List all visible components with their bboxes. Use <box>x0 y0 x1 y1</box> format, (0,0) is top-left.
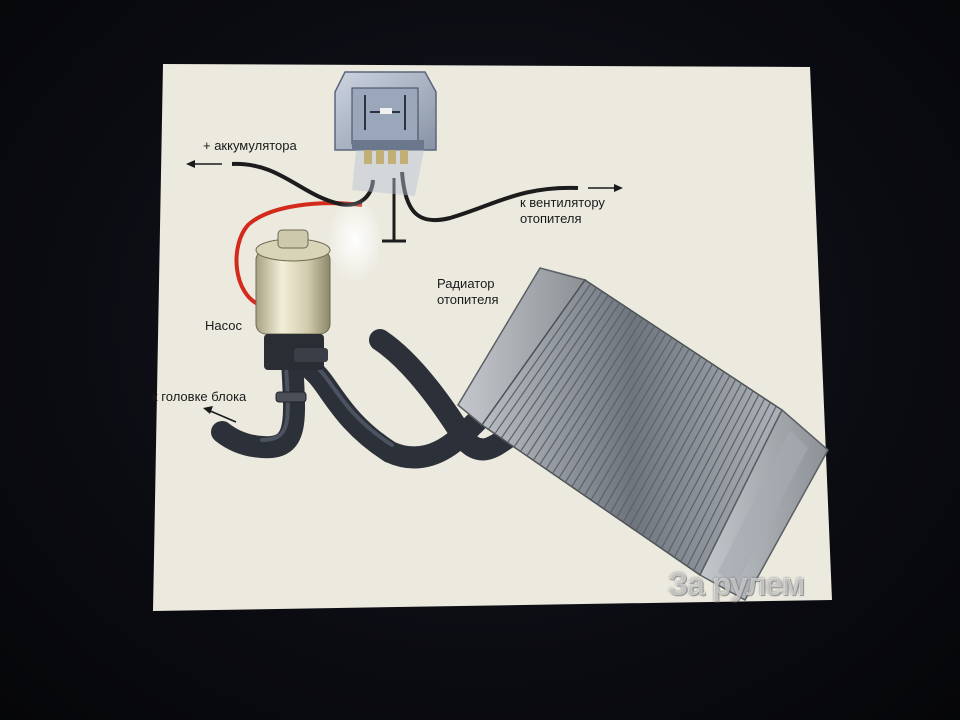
hose-clamp <box>275 391 307 403</box>
radiator-fin <box>641 375 731 536</box>
radiator <box>457 267 829 602</box>
radiator-fin <box>686 402 771 567</box>
radiator-fin <box>584 340 679 496</box>
fan-wire <box>400 171 579 223</box>
red-wire <box>234 201 363 308</box>
radiator-fin <box>513 298 615 448</box>
radiator-fin <box>539 314 638 466</box>
radiator-fin <box>526 306 627 457</box>
ground-symbol <box>382 178 406 243</box>
radiator-fin <box>564 329 661 483</box>
battery-label: + аккумулятора <box>203 138 297 153</box>
radiator-fin <box>680 398 766 563</box>
pump-label: Насос <box>205 318 242 333</box>
fan-label: к вентилятору отопителя <box>520 195 605 227</box>
radiator-fin <box>693 405 777 571</box>
radiator-fin <box>616 359 708 518</box>
radiator-fin <box>507 294 609 443</box>
radiator-label: Радиатор отопителя <box>437 276 499 308</box>
radiator-fin <box>673 394 760 558</box>
radiator-fin <box>532 310 632 461</box>
radiator-label-line2: отопителя <box>437 292 499 307</box>
radiator-fin <box>654 382 742 545</box>
radiator-fin <box>519 302 621 452</box>
radiator-fin <box>635 371 725 532</box>
fan-arrow <box>588 184 623 192</box>
battery-arrow <box>186 160 222 168</box>
radiator-fin <box>667 390 754 554</box>
fan-label-line2: отопителя <box>520 211 582 226</box>
head-arrow <box>203 406 237 423</box>
engine-head-label: к головке блока <box>152 389 247 404</box>
radiator-label-line1: Радиатор <box>437 276 495 291</box>
radiator-fin <box>622 363 713 523</box>
radiator-fin <box>545 317 644 470</box>
radiator-fin <box>500 291 603 439</box>
light-glare <box>327 196 383 284</box>
radiator-fin <box>596 348 690 505</box>
radiator-fin <box>571 333 667 488</box>
relay <box>334 71 437 196</box>
publisher-watermark: За рулем <box>668 566 805 602</box>
radiator-fin <box>558 325 656 479</box>
radiator-fin <box>552 321 650 474</box>
radiator-fin <box>603 352 696 510</box>
fan-label-line1: к вентилятору <box>520 195 605 210</box>
radiator-fin <box>648 379 737 540</box>
pump <box>255 229 331 370</box>
radiator-fin <box>590 344 685 501</box>
radiator-fin <box>577 337 673 492</box>
radiator-fin <box>487 283 592 430</box>
battery-wire <box>231 161 375 207</box>
radiator-fin <box>494 287 598 435</box>
radiator-fin <box>609 356 702 514</box>
hose-highlights <box>260 363 394 447</box>
radiator-fin <box>660 386 748 549</box>
radiator-fin <box>628 367 719 527</box>
